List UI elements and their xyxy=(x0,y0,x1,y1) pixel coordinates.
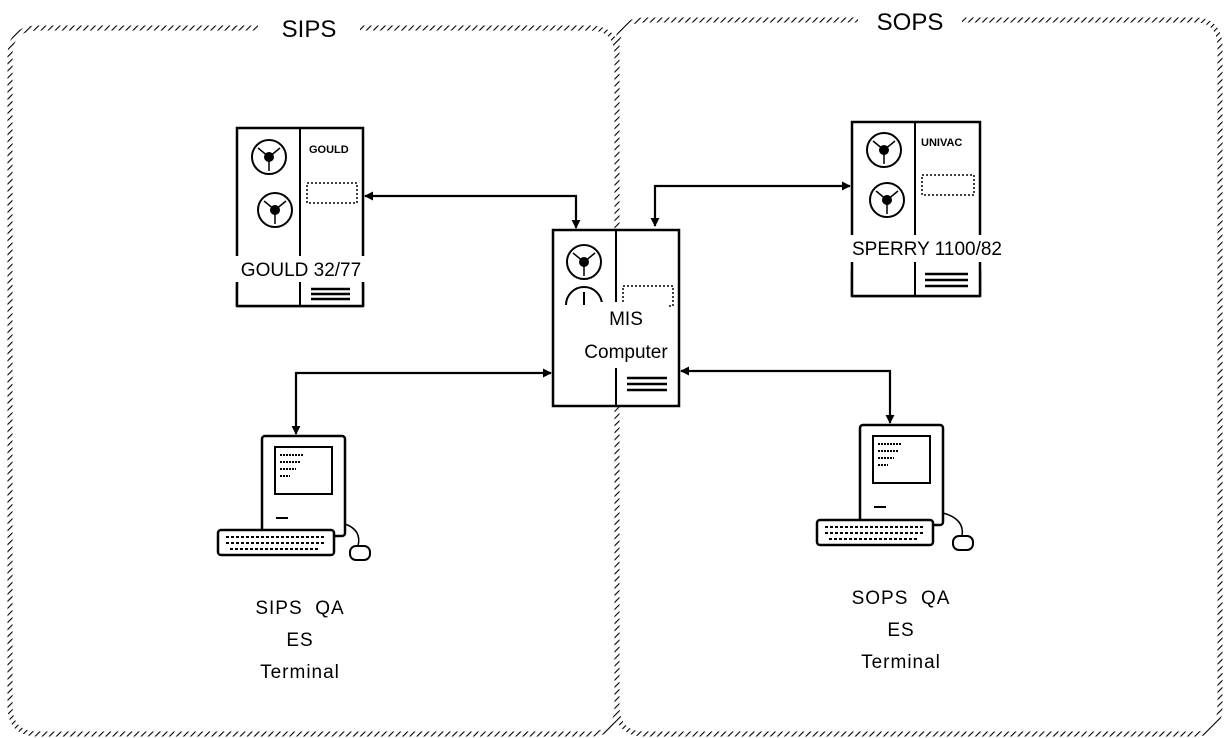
sops-zone: SOPS xyxy=(614,9,1223,737)
sops-terminal-mouse xyxy=(952,535,974,551)
mis-label-line1: MIS xyxy=(609,309,643,330)
sperry-panel xyxy=(921,174,975,196)
sperry-brand-label: UNIVAC xyxy=(921,137,962,149)
sops-terminal-line2: ES xyxy=(887,620,914,641)
sips-zone: SIPS xyxy=(7,16,620,737)
gould-computer: GOULD GOULD 32/77 xyxy=(218,126,384,308)
sips-terminal-mouse xyxy=(349,545,371,561)
sips-zone-label: SIPS xyxy=(282,16,337,43)
connection-sips-terminal-mis xyxy=(291,368,552,435)
sperry-computer: UNIVAC SPERRY 1100/82 xyxy=(832,120,1022,298)
gould-label: GOULD 32/77 xyxy=(241,260,361,281)
sips-terminal-line2: ES xyxy=(286,630,313,651)
sperry-label: SPERRY 1100/82 xyxy=(852,239,1002,260)
gould-brand-label: GOULD xyxy=(309,144,349,156)
gould-panel xyxy=(306,182,358,204)
mis-panel xyxy=(622,285,674,307)
sops-terminal: SOPS QA ES Terminal xyxy=(815,423,974,673)
sips-terminal: SIPS QA ES Terminal xyxy=(216,434,371,683)
mis-computer: MIS Computer xyxy=(551,228,681,408)
sips-terminal-line1: SIPS QA xyxy=(255,598,344,619)
sops-zone-border xyxy=(614,17,1223,737)
sops-zone-label: SOPS xyxy=(877,9,944,36)
mis-label-line2: Computer xyxy=(584,342,668,363)
sips-zone-border xyxy=(7,25,620,737)
sips-terminal-line3: Terminal xyxy=(260,662,340,683)
connections xyxy=(291,181,895,435)
sops-terminal-line1: SOPS QA xyxy=(852,588,951,609)
connection-gould-mis xyxy=(364,191,581,229)
sops-terminal-line3: Terminal xyxy=(861,652,941,673)
connection-sops-terminal-mis xyxy=(680,366,895,424)
connection-sperry-mis xyxy=(650,181,851,227)
